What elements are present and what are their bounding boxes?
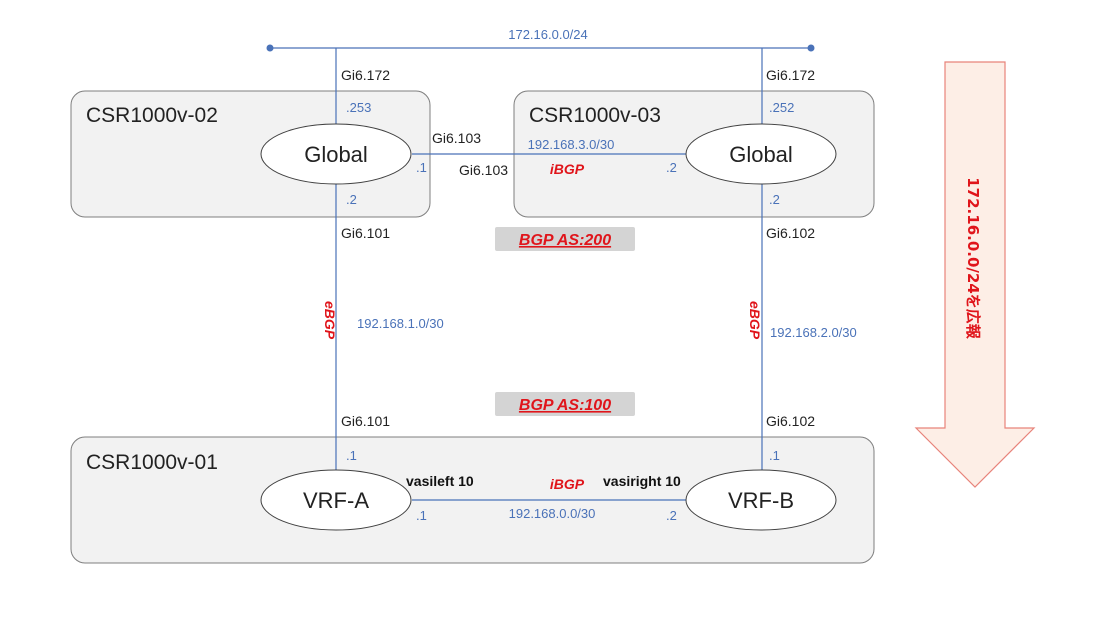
node-global-r03 <box>685 123 837 185</box>
advertise-label: 172.16.0.0/24を広報 <box>964 177 982 340</box>
proto-ibgp-bottom: iBGP <box>550 476 585 492</box>
net-label-top: 172.16.0.0/24 <box>508 27 588 42</box>
router-name-csr01: CSR1000v-01 <box>86 451 218 474</box>
proto-ibgp-top: iBGP <box>550 161 585 177</box>
node-vrf-a <box>260 469 412 531</box>
net-label-r03-r01: 192.168.2.0/30 <box>770 325 857 340</box>
addr-r01-a-top: .1 <box>346 448 357 463</box>
router-name-csr02: CSR1000v-02 <box>86 104 218 127</box>
top-segment-end-right <box>807 44 815 52</box>
as200-badge <box>495 227 635 251</box>
addr-r03-bottom: .2 <box>769 192 780 207</box>
addr-r02-right: .1 <box>416 160 427 175</box>
if-label-vasileft: vasileft 10 <box>406 473 474 489</box>
if-label-r02-down: Gi6.101 <box>341 225 390 241</box>
if-label-vasiright: vasiright 10 <box>603 473 681 489</box>
addr-r02-bottom: .2 <box>346 192 357 207</box>
node-label-global-r03: Global <box>729 142 793 167</box>
if-label-r01-right-up: Gi6.102 <box>766 413 815 429</box>
net-label-vrf: 192.168.0.0/30 <box>509 506 596 521</box>
if-label-r02-top: Gi6.172 <box>341 67 390 83</box>
net-label-r02-r03: 192.168.3.0/30 <box>528 137 615 152</box>
node-label-global-r02: Global <box>304 142 368 167</box>
if-label-r03-down: Gi6.102 <box>766 225 815 241</box>
proto-ebgp-left: eBGP <box>322 301 338 340</box>
as100-label: BGP AS:100 <box>519 397 611 414</box>
as100-badge <box>495 392 635 416</box>
if-label-r03-top: Gi6.172 <box>766 67 815 83</box>
addr-r01-a-right: .1 <box>416 508 427 523</box>
node-vrf-b <box>685 469 837 531</box>
top-segment-end-left <box>266 44 274 52</box>
addr-r03-left: .2 <box>666 160 677 175</box>
node-global-r02 <box>260 123 412 185</box>
addr-r01-b-left: .2 <box>666 508 677 523</box>
as200-label: BGP AS:200 <box>519 232 611 249</box>
if-label-r03-to-r02: Gi6.103 <box>459 162 508 178</box>
net-label-r02-r01: 192.168.1.0/30 <box>357 316 444 331</box>
if-label-r01-left-up: Gi6.101 <box>341 413 390 429</box>
addr-r03-top: .252 <box>769 100 794 115</box>
addr-r02-top: .253 <box>346 100 371 115</box>
router-name-csr03: CSR1000v-03 <box>529 104 661 127</box>
advertise-arrow <box>914 61 1036 488</box>
addr-r01-b-top: .1 <box>769 448 780 463</box>
node-label-vrf-a: VRF-A <box>303 488 369 513</box>
if-label-r02-to-r03: Gi6.103 <box>432 130 481 146</box>
node-label-vrf-b: VRF-B <box>728 488 794 513</box>
proto-ebgp-right: eBGP <box>747 301 763 340</box>
